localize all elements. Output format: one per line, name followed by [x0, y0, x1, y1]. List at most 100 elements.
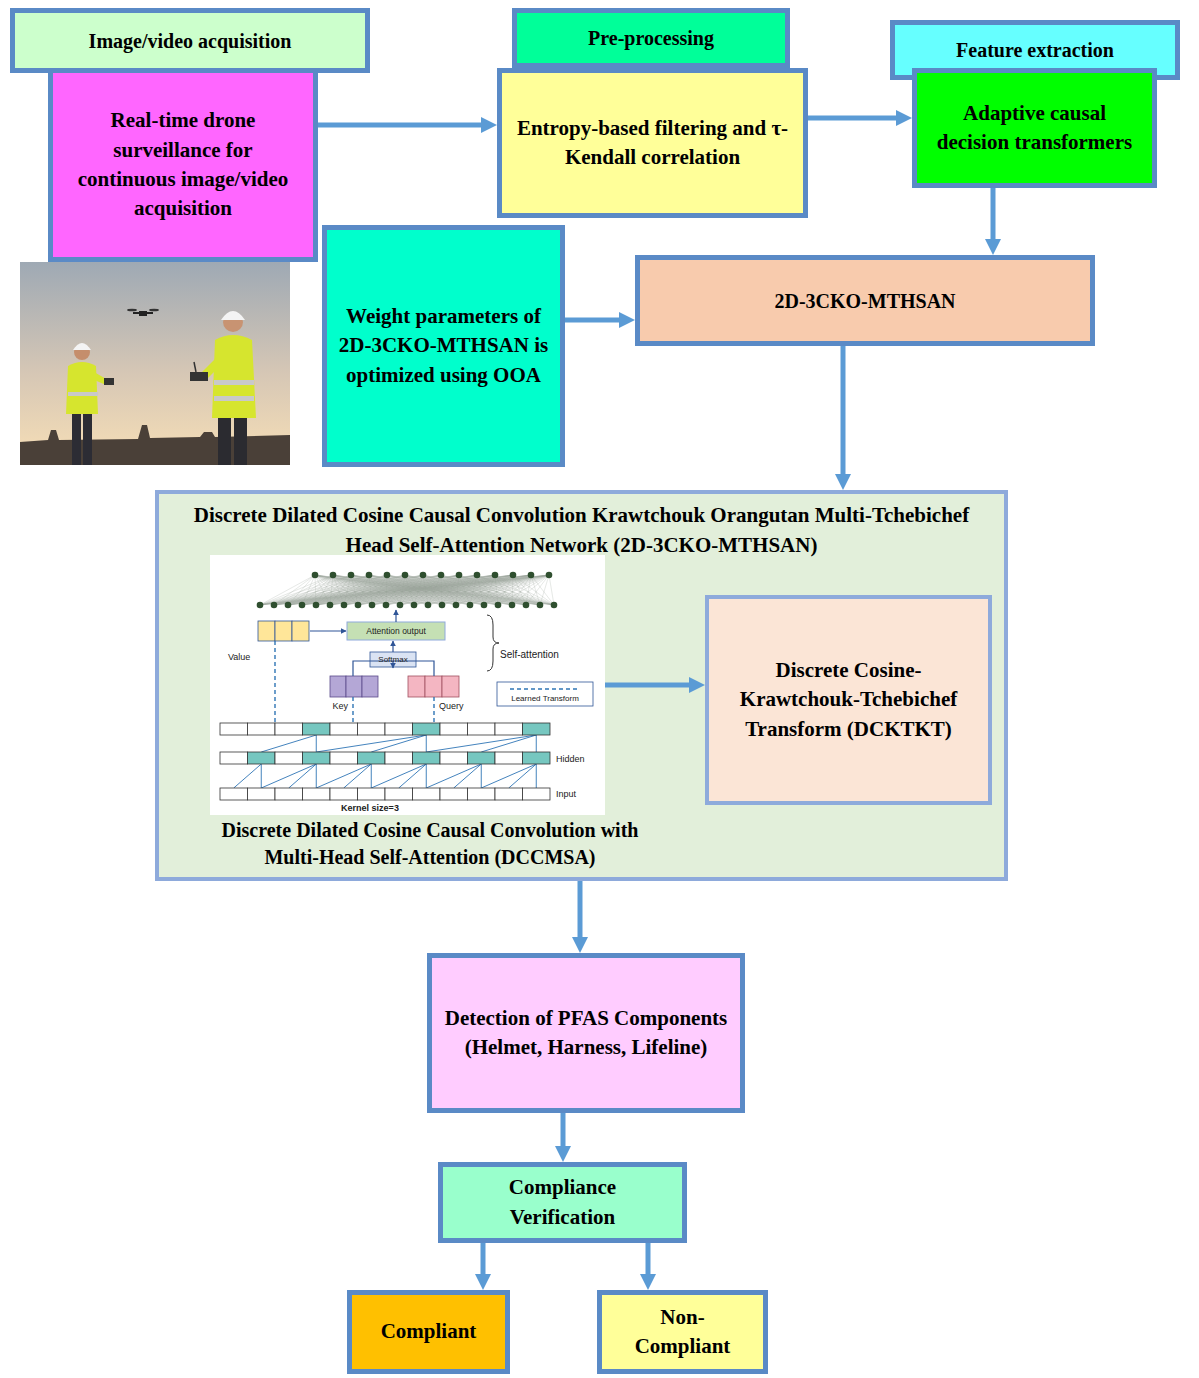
flow-arrow [646, 1243, 651, 1274]
illustration-part [481, 764, 536, 788]
illustration-part [257, 602, 264, 609]
process-box: Entropy-based filtering and τ-Kendall co… [497, 68, 808, 218]
illustration-part [303, 752, 331, 764]
illustration-part [468, 788, 496, 800]
illustration-part [248, 723, 276, 735]
illustration-part [274, 575, 513, 605]
illustration-part [385, 788, 413, 800]
illustration-part [399, 764, 427, 788]
illustration-part [358, 788, 386, 800]
illustration-part [312, 572, 553, 579]
illustration-part [346, 676, 362, 697]
illustration-part [413, 723, 441, 735]
flow-arrow [481, 1243, 486, 1274]
illustration-part [316, 764, 317, 788]
illustration-part [214, 380, 254, 385]
result-box: Compliant [347, 1290, 510, 1374]
illustration-part [453, 602, 460, 609]
illustration-part [275, 641, 434, 723]
illustration-part [312, 572, 319, 579]
illustration-part [392, 641, 393, 652]
illustration-part [408, 676, 425, 697]
illustration-part [551, 602, 558, 609]
illustration-part [139, 311, 147, 316]
illustration-part [474, 572, 481, 579]
illustration-part [330, 572, 337, 579]
stage-header: Image/video acquisition [10, 8, 370, 73]
box-text: 2D-3CKO-MTHSAN [774, 287, 955, 315]
illustration-part [546, 572, 553, 579]
illustration-part [285, 602, 292, 609]
box-text: Compliant [381, 1317, 477, 1346]
illustration-part [275, 723, 303, 735]
illustration-part [104, 378, 114, 385]
illustration-part [495, 788, 523, 800]
illustration-part [330, 723, 358, 735]
box-text: Detection of PFAS Components [445, 1004, 728, 1033]
flow-arrow [991, 188, 996, 239]
illustration-part [362, 676, 378, 697]
illustration-part [540, 575, 549, 605]
illustration-part [330, 676, 346, 697]
illustration-part [275, 788, 303, 800]
illustration-part [74, 344, 90, 360]
photo-illustration [20, 262, 290, 465]
illustration-part [371, 764, 372, 788]
illustration-part [330, 788, 358, 800]
box-text: Weight parameters of 2D-3CKO-MTHSAN is o… [335, 302, 552, 390]
illustration-part [371, 735, 426, 752]
illustration-part [288, 575, 549, 605]
illustration-part [526, 575, 549, 605]
illustration-part [481, 764, 482, 788]
box-text: (Helmet, Harness, Lifeline) [465, 1033, 708, 1062]
illustration-part [218, 412, 231, 465]
illustration-part [369, 602, 376, 609]
illustration-part [313, 602, 320, 609]
illustration-part [528, 572, 535, 579]
box-text: Discrete Cosine-Krawtchouk-Tchebichef Tr… [724, 656, 973, 744]
illustration-part [413, 752, 441, 764]
illustration-part [344, 764, 372, 788]
figure-label: Hidden [556, 755, 585, 764]
illustration-part [330, 575, 531, 605]
illustration-part [316, 575, 513, 605]
illustration-part [420, 572, 427, 579]
illustration-part [495, 723, 523, 735]
illustration-part [425, 602, 432, 609]
illustration-part [316, 735, 426, 752]
illustration-part [68, 392, 98, 396]
illustration-part [433, 697, 434, 723]
result-box: Non-Compliant [597, 1290, 768, 1374]
container-box: Discrete Dilated Cosine Causal Convoluti… [155, 490, 1008, 881]
illustration-part [310, 630, 346, 631]
process-box: Real-time drone surveillance for continu… [48, 68, 318, 262]
illustration-part [221, 311, 245, 320]
illustration-part [341, 602, 348, 609]
illustration-part [411, 602, 418, 609]
illustration-part [66, 362, 98, 414]
illustration-part [385, 723, 413, 735]
illustration-part [456, 572, 463, 579]
illustration-part [302, 575, 531, 605]
illustration-part [234, 735, 537, 788]
illustration-part [220, 788, 248, 800]
illustration-part [509, 764, 537, 788]
illustration-part [302, 575, 549, 605]
illustration-part [440, 752, 468, 764]
illustration-part [523, 752, 551, 764]
illustration-part [292, 621, 309, 641]
illustration-part [384, 572, 391, 579]
illustration-part [442, 676, 459, 697]
illustration-part [330, 575, 549, 605]
illustration-part [220, 723, 550, 800]
illustration-part [402, 572, 409, 579]
figure-label: Value [228, 653, 250, 662]
attention-network-figure [210, 555, 605, 815]
illustration-part [426, 764, 427, 788]
illustration-part [440, 723, 468, 735]
illustration-part [523, 788, 551, 800]
illustration-part [316, 735, 317, 752]
illustration-part [523, 602, 530, 609]
